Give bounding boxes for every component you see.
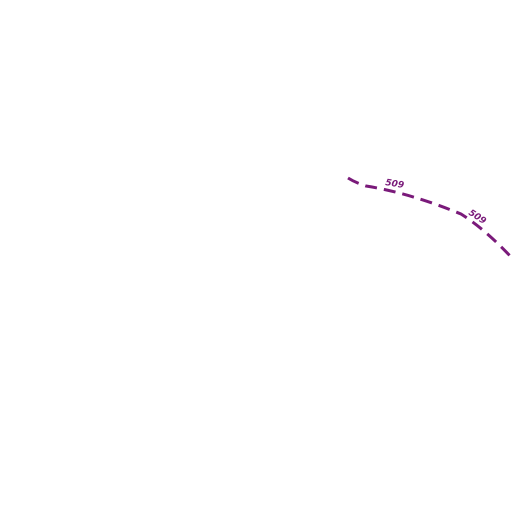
route-509-line [347,176,512,260]
route-label: 509 [385,178,405,191]
